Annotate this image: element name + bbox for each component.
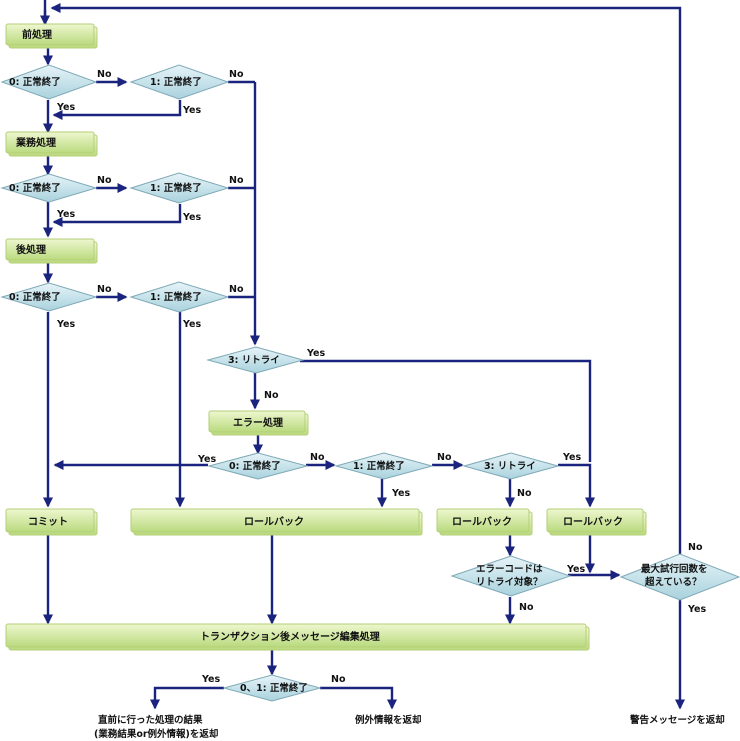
output-result-line2: (業務結果or例外情報)を返却 [94, 728, 218, 740]
box-rollback-main-label: ロールバック [244, 516, 304, 528]
decision-post-d0-label: 0: 正常終了 [9, 291, 61, 303]
box-preprocess: 前処理 [5, 23, 98, 49]
decision-max-retry-line2: 超えている？ [644, 576, 702, 588]
label-no: No [229, 175, 244, 186]
label-yes: Yes [56, 209, 75, 220]
decision-retry-target-line1: エラーコードは [476, 564, 543, 575]
decision-bus-d1: 1: 正常終了 [129, 172, 230, 204]
label-no: No [517, 488, 532, 499]
decision-err-d1-label: 1: 正常終了 [353, 460, 405, 472]
decision-max-retry-line1: 最大試行回数を [641, 563, 708, 575]
decision-err-d1: 1: 正常終了 [334, 452, 434, 480]
label-yes: Yes [197, 454, 216, 465]
label-yes: Yes [182, 105, 201, 116]
label-no: No [97, 175, 112, 186]
box-preprocess-label: 前処理 [22, 28, 52, 41]
box-commit-label: コミット [28, 516, 68, 528]
decision-bus-d0-label: 0: 正常終了 [9, 182, 61, 194]
box-rollback-main: ロールバック [130, 508, 423, 536]
box-rollback-retry-yes: ロールバック [546, 508, 647, 536]
label-no: No [229, 69, 244, 80]
decision-max-retry: 最大試行回数を 超えている？ [619, 553, 740, 601]
label-yes: Yes [56, 102, 75, 113]
decision-main-d3-label: 3: リトライ [228, 355, 280, 366]
output-result-line1: 直前に行った処理の結果 [98, 714, 203, 726]
arrow-d3-yes-err-to-rollback [558, 463, 596, 508]
arrow-d1-yes-2 [52, 204, 182, 228]
decision-err-d3-label: 3: リトライ [484, 461, 536, 472]
box-post-message-label: トランザクション後メッセージ編集処理 [200, 630, 380, 643]
decision-pre-d1: 1: 正常終了 [129, 64, 230, 100]
label-yes: Yes [391, 488, 410, 499]
label-no: No [688, 542, 703, 553]
box-business: 業務処理 [5, 131, 98, 157]
label-yes: Yes [201, 674, 220, 685]
decision-post-d0: 0: 正常終了 [0, 282, 98, 312]
connectors [39, 0, 686, 710]
decision-err-d0: 0: 正常終了 [207, 452, 309, 480]
branch-labels: No Yes No Yes No Yes No Yes No Yes No Ye… [56, 69, 706, 685]
decision-post-d1: 1: 正常終了 [129, 281, 230, 313]
label-yes: Yes [182, 319, 201, 330]
decision-final: 0、1: 正常終了 [222, 674, 322, 702]
label-yes: Yes [562, 452, 581, 463]
box-business-label: 業務処理 [15, 136, 56, 149]
box-commit: コミット [5, 508, 98, 536]
label-no: No [437, 452, 452, 463]
label-no: No [229, 284, 244, 295]
label-no: No [310, 452, 325, 463]
label-yes: Yes [56, 319, 75, 330]
decision-err-d0-label: 0: 正常終了 [229, 460, 281, 472]
box-error-process-label: エラー処理 [233, 416, 283, 429]
box-postprocess: 後処理 [5, 238, 98, 264]
label-no: No [331, 674, 346, 685]
label-yes: Yes [687, 604, 706, 615]
box-post-message: トランザクション後メッセージ編集処理 [5, 623, 590, 651]
box-rollback-retry-yes-label: ロールバック [563, 516, 623, 528]
box-rollback-retry-label: ロールバック [452, 516, 512, 528]
arrow-d1-yes-1 [52, 100, 182, 121]
label-yes: Yes [566, 564, 585, 575]
retry-loop-back-arrow [50, 2, 682, 565]
label-no: No [97, 284, 112, 295]
decision-final-label: 0、1: 正常終了 [240, 682, 308, 694]
decision-pre-d0-label: 0: 正常終了 [9, 76, 61, 88]
label-yes: Yes [306, 348, 325, 359]
line-d3-yes-main [300, 359, 592, 462]
decision-pre-d0: 0: 正常終了 [0, 64, 98, 100]
label-no: No [519, 602, 534, 613]
decision-bus-d1-label: 1: 正常終了 [150, 182, 202, 194]
outputs: 直前に行った処理の結果 (業務結果or例外情報)を返却 例外情報を返却 警告メッ… [94, 714, 725, 740]
label-no: No [264, 390, 279, 401]
decision-err-d3: 3: リトライ [462, 452, 560, 480]
arrow-final-yes [149, 686, 224, 710]
decision-pre-d1-label: 1: 正常終了 [150, 76, 202, 88]
box-error-process: エラー処理 [208, 410, 309, 436]
box-rollback-retry: ロールバック [436, 508, 533, 536]
box-postprocess-label: 後処理 [16, 243, 46, 256]
output-exception: 例外情報を返却 [355, 714, 422, 726]
label-no: No [97, 69, 112, 80]
decision-retry-target-line2: リトライ対象？ [476, 576, 543, 588]
arrow-final-no [320, 686, 398, 710]
output-warning: 警告メッセージを返却 [630, 714, 725, 726]
decision-bus-d0: 0: 正常終了 [0, 173, 98, 203]
label-yes: Yes [182, 212, 201, 223]
decision-retry-target: エラーコードは リトライ対象？ [450, 555, 572, 597]
decision-main-d3: 3: リトライ [206, 346, 305, 374]
decision-post-d1-label: 1: 正常終了 [150, 291, 202, 303]
